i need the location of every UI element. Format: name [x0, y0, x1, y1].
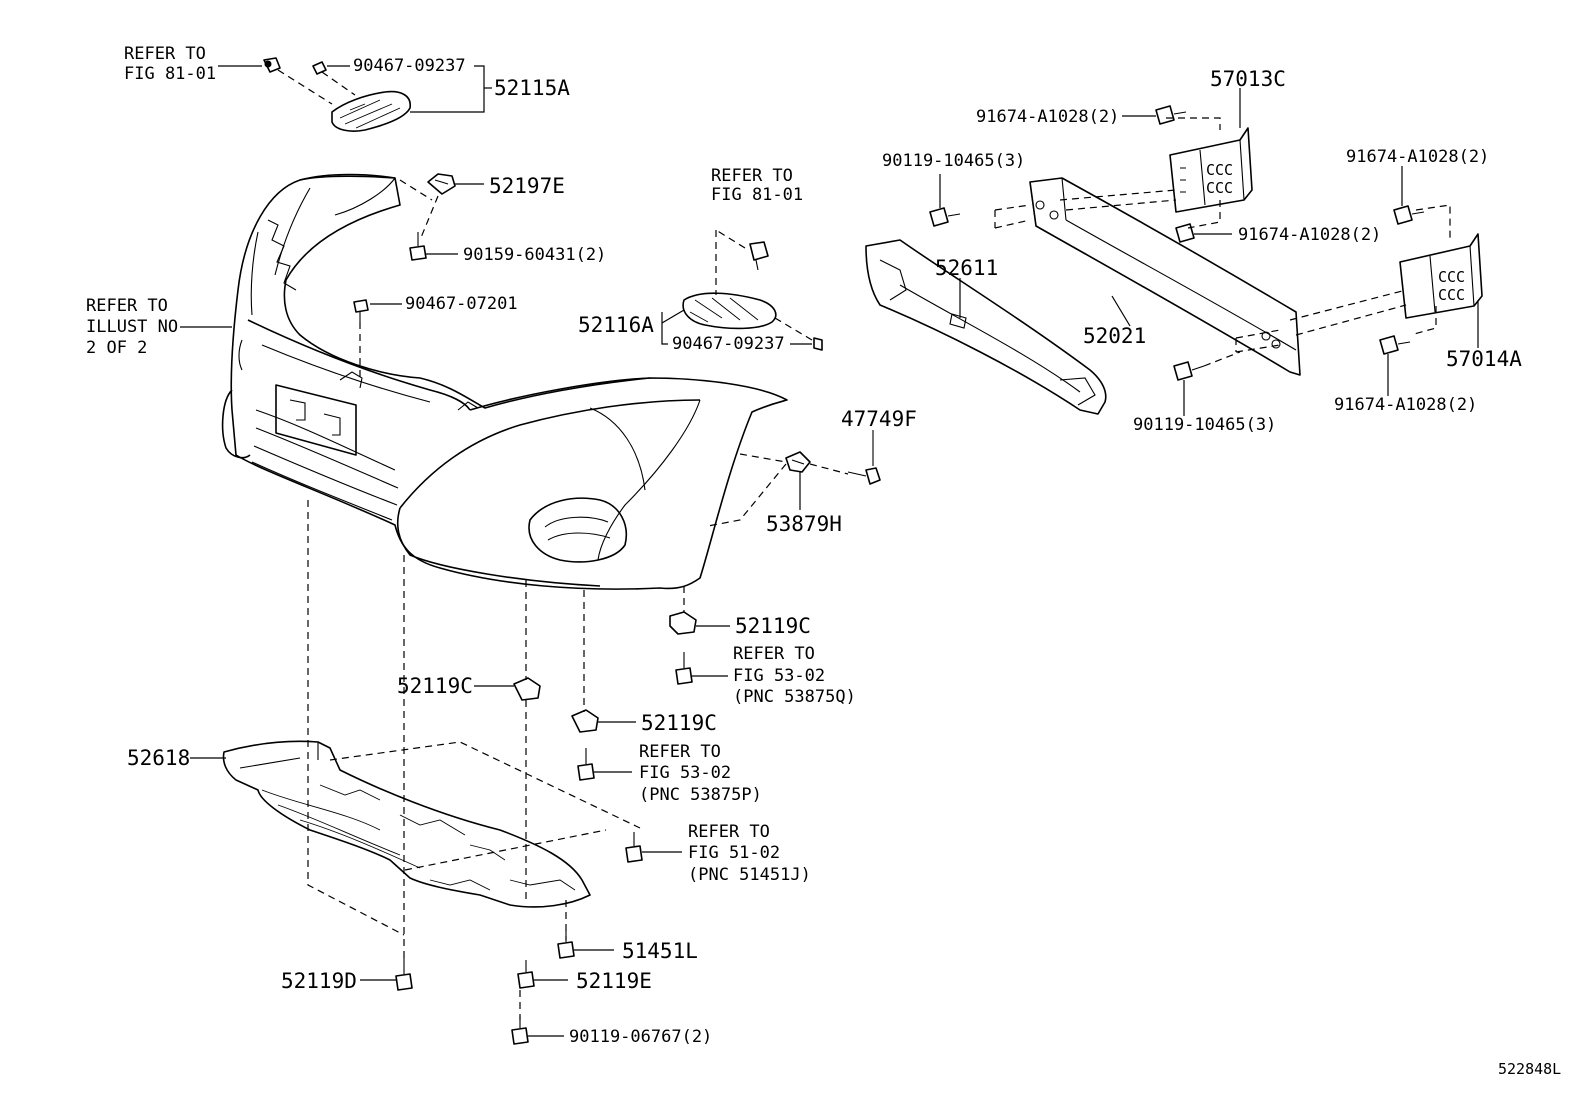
- refer-fig-53-02-p-line3: (PNC 53875P): [639, 785, 762, 805]
- part-90119-06767: 90119-06767(2): [569, 1027, 712, 1047]
- screw-90467-09237-a: [312, 61, 327, 75]
- bracket-57013c: CCC CCC: [1169, 127, 1253, 213]
- bumper-reinforcement-52021: [1029, 177, 1301, 376]
- part-52197e: 52197E: [489, 174, 565, 198]
- bolt-47749f: [847, 430, 881, 485]
- bolt-53875q: [675, 652, 693, 685]
- refer-fig-81-01-a-line1: REFER TO: [124, 44, 206, 64]
- refer-fig-81-01-b-line1: REFER TO: [711, 166, 793, 186]
- part-52618: 52618: [127, 746, 190, 770]
- part-51451l: 51451L: [622, 939, 698, 963]
- part-91674-a1028-c: 91674-A1028(2): [1346, 147, 1489, 167]
- retainer-52115a: [331, 90, 411, 132]
- refer-fig-53-02-p-line2: FIG 53-02: [639, 763, 731, 783]
- part-52119c-b: 52119C: [397, 674, 473, 698]
- bolt-91674-a: [1155, 105, 1187, 125]
- engine-under-cover-52618: [222, 740, 591, 908]
- refer-fig-51-02-line3: (PNC 51451J): [688, 865, 811, 885]
- part-52119d: 52119D: [281, 969, 357, 993]
- refer-fig-51-02-line2: FIG 51-02: [688, 843, 780, 863]
- part-47749f: 47749F: [841, 407, 917, 431]
- clip-53879h: [785, 451, 811, 473]
- part-90467-09237-a: 90467-09237: [353, 56, 466, 76]
- svg-text:CCC: CCC: [1438, 268, 1465, 286]
- bolt-91674-b: [1175, 223, 1195, 243]
- clip-52119c-a: [669, 611, 697, 635]
- bolt-53875p: [577, 748, 595, 781]
- bolt-52119d: [395, 958, 413, 991]
- refer-fig-53-02-q-line3: (PNC 53875Q): [733, 687, 856, 707]
- part-90119-10465-a: 90119-10465(3): [882, 151, 1025, 171]
- part-90119-10465-b: 90119-10465(3): [1133, 415, 1276, 435]
- refer-fig-81-01-a-line2: FIG 81-01: [124, 64, 216, 84]
- bolt-90119-10465-a: [929, 207, 961, 227]
- refer-illust-line3: 2 OF 2: [86, 338, 147, 358]
- refer-fig-53-02-q-line2: FIG 53-02: [733, 666, 825, 686]
- bolt-90119-10465-b: [1173, 361, 1205, 381]
- part-52119c-c: 52119C: [641, 711, 717, 735]
- refer-fig-81-01-b-line2: FIG 81-01: [711, 185, 803, 205]
- part-57014a: 57014A: [1446, 347, 1522, 371]
- bolt-52119e: [517, 960, 535, 989]
- refer-fig-51-02-line1: REFER TO: [688, 822, 770, 842]
- svg-text:CCC: CCC: [1438, 286, 1465, 304]
- clip-90467-07201: [353, 299, 369, 322]
- clip-52119c-b: [513, 677, 541, 701]
- part-52119e: 52119E: [576, 969, 652, 993]
- part-52116a: 52116A: [578, 313, 654, 337]
- part-52119c-a: 52119C: [735, 614, 811, 638]
- screw-90159-60431: [409, 232, 427, 261]
- clip-52119c-c: [571, 709, 599, 733]
- svg-text:CCC: CCC: [1206, 161, 1233, 179]
- part-57013c: 57013C: [1210, 67, 1286, 91]
- clip-top-left: [263, 57, 281, 73]
- callouts: REFER TO FIG 81-01 90467-09237 52115A 52…: [86, 44, 1561, 1078]
- bracket-57014a: CCC CCC: [1399, 233, 1483, 319]
- energy-absorber-52611: [865, 239, 1107, 415]
- part-90159-60431: 90159-60431(2): [463, 245, 606, 265]
- bolt-51451j: [625, 832, 643, 863]
- part-52115a: 52115A: [494, 76, 570, 100]
- screw-90467-09237-b: [813, 337, 823, 351]
- part-91674-a1028-a: 91674-A1028(2): [976, 107, 1119, 127]
- refer-illust-line1: REFER TO: [86, 296, 168, 316]
- refer-fig-53-02-p-line1: REFER TO: [639, 742, 721, 762]
- bolt-91674-c: [1393, 205, 1425, 225]
- part-90467-09237-b: 90467-09237: [672, 334, 785, 354]
- part-52611: 52611: [935, 256, 998, 280]
- bolt-refer-81-01-b: [749, 241, 769, 271]
- part-90467-07201: 90467-07201: [405, 294, 518, 314]
- retainer-52116a: [682, 292, 777, 330]
- figure-id: 522848L: [1498, 1060, 1561, 1078]
- part-53879h: 53879H: [766, 512, 842, 536]
- bolt-90119-06767: [511, 1016, 529, 1045]
- front-bumper-cover: [221, 173, 788, 590]
- part-91674-a1028-b: 91674-A1028(2): [1238, 225, 1381, 245]
- part-91674-a1028-d: 91674-A1028(2): [1334, 395, 1477, 415]
- bolt-51451l: [557, 930, 575, 959]
- svg-text:CCC: CCC: [1206, 179, 1233, 197]
- refer-illust-line2: ILLUST NO: [86, 317, 178, 337]
- bolt-91674-d: [1379, 335, 1411, 355]
- clip-52197e: [427, 173, 456, 195]
- refer-fig-53-02-q-line1: REFER TO: [733, 644, 815, 664]
- part-52021: 52021: [1083, 324, 1146, 348]
